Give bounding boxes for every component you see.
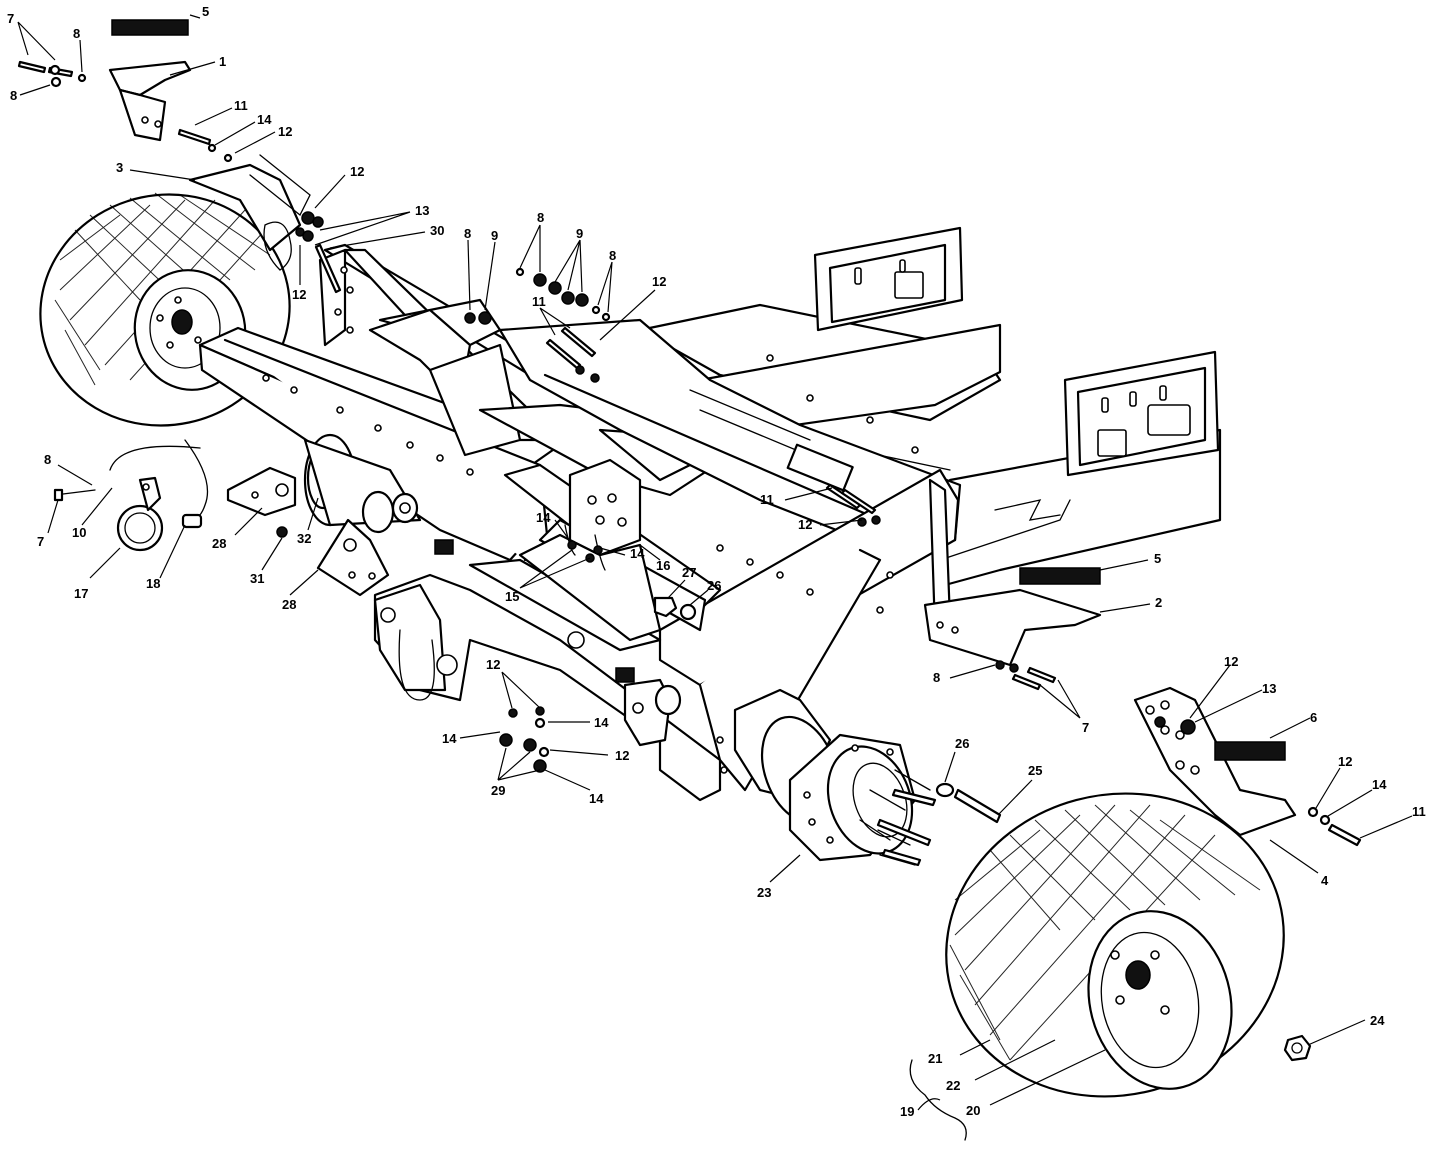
callout-label: 12 (1224, 654, 1238, 669)
callout-label: 18 (146, 576, 160, 591)
callout-label: 7 (7, 11, 14, 26)
callout-label: 16 (656, 558, 670, 573)
callout-label: 20 (966, 1103, 980, 1118)
callout-label: 9 (576, 226, 583, 241)
callout-label: 17 (74, 586, 88, 601)
callout-label: 11 (234, 98, 248, 113)
callout-label: 15 (505, 589, 519, 604)
callout-label: 10 (72, 525, 86, 540)
callout-label: 11 (532, 294, 546, 309)
callout-label: 5 (202, 4, 209, 19)
callout-label: 8 (609, 248, 616, 263)
callout-label: 12 (350, 164, 364, 179)
callout-label: 12 (798, 517, 812, 532)
callout-label: 31 (250, 571, 264, 586)
callout-label: 12 (486, 657, 500, 672)
callout-label: 8 (73, 26, 80, 41)
rear-frame-bracket-upper (813, 226, 964, 332)
callout-label: 14 (442, 731, 457, 746)
callouts: 5 1 7 8 8 11 14 12 3 12 13 30 12 8 9 8 9… (7, 4, 1426, 1119)
callout-label: 21 (928, 1051, 942, 1066)
callout-label: 7 (1082, 720, 1089, 735)
callout-label: 27 (682, 565, 696, 580)
rear-frame-bracket-lower (1063, 350, 1220, 477)
callout-label: 1 (219, 54, 226, 69)
callout-label: 32 (297, 531, 311, 546)
callout-label: 14 (1372, 777, 1387, 792)
callout-label: 6 (1310, 710, 1317, 725)
callout-label: 12 (615, 748, 629, 763)
callout-label: 22 (946, 1078, 960, 1093)
callout-label: 24 (1370, 1013, 1385, 1028)
callout-label: 25 (1028, 763, 1042, 778)
callout-label: 9 (491, 228, 498, 243)
callout-label: 30 (430, 223, 444, 238)
horn-assembly (53, 439, 209, 552)
callout-label: 13 (415, 203, 429, 218)
callout-label: 28 (212, 536, 226, 551)
callout-label: 14 (257, 112, 272, 127)
callout-label: 14 (589, 791, 604, 806)
callout-label: 4 (1321, 873, 1329, 888)
rear-hub-assembly (733, 688, 931, 866)
callout-label: 5 (1154, 551, 1161, 566)
callout-label: 12 (652, 274, 666, 289)
rear-frame (638, 226, 1222, 587)
callout-label: 8 (10, 88, 17, 103)
right-wheel (909, 792, 1285, 1141)
callout-label: 2 (1155, 595, 1162, 610)
callout-label: 12 (1338, 754, 1352, 769)
bracket-28-pair (226, 466, 390, 597)
callout-label: 11 (760, 492, 774, 507)
callout-label: 28 (282, 597, 296, 612)
callout-label: 26 (707, 578, 721, 593)
callout-label: 14 (630, 546, 645, 561)
callout-label: 3 (116, 160, 123, 175)
callout-label: 8 (464, 226, 471, 241)
callout-label: 14 (594, 715, 609, 730)
callout-label: 13 (1262, 681, 1276, 696)
callout-label: 12 (278, 124, 292, 139)
mount-plate-3 (188, 154, 311, 271)
leader-lines (17, 14, 1413, 1111)
callout-label: 12 (292, 287, 306, 302)
callout-label: 14 (536, 510, 551, 525)
step-bracket-1 (108, 19, 192, 142)
callout-label: 7 (37, 534, 44, 549)
step-bracket-4 (1133, 686, 1297, 837)
step-bracket-2 (923, 567, 1102, 667)
callout-label: 8 (933, 670, 940, 685)
fasteners (17, 60, 1362, 1062)
callout-label: 26 (955, 736, 969, 751)
callout-label: 11 (1412, 804, 1426, 819)
callout-label: 8 (537, 210, 544, 225)
callout-label: 8 (44, 452, 51, 467)
callout-label: 23 (757, 885, 771, 900)
callout-label: 19 (900, 1104, 914, 1119)
callout-label: 29 (491, 783, 505, 798)
